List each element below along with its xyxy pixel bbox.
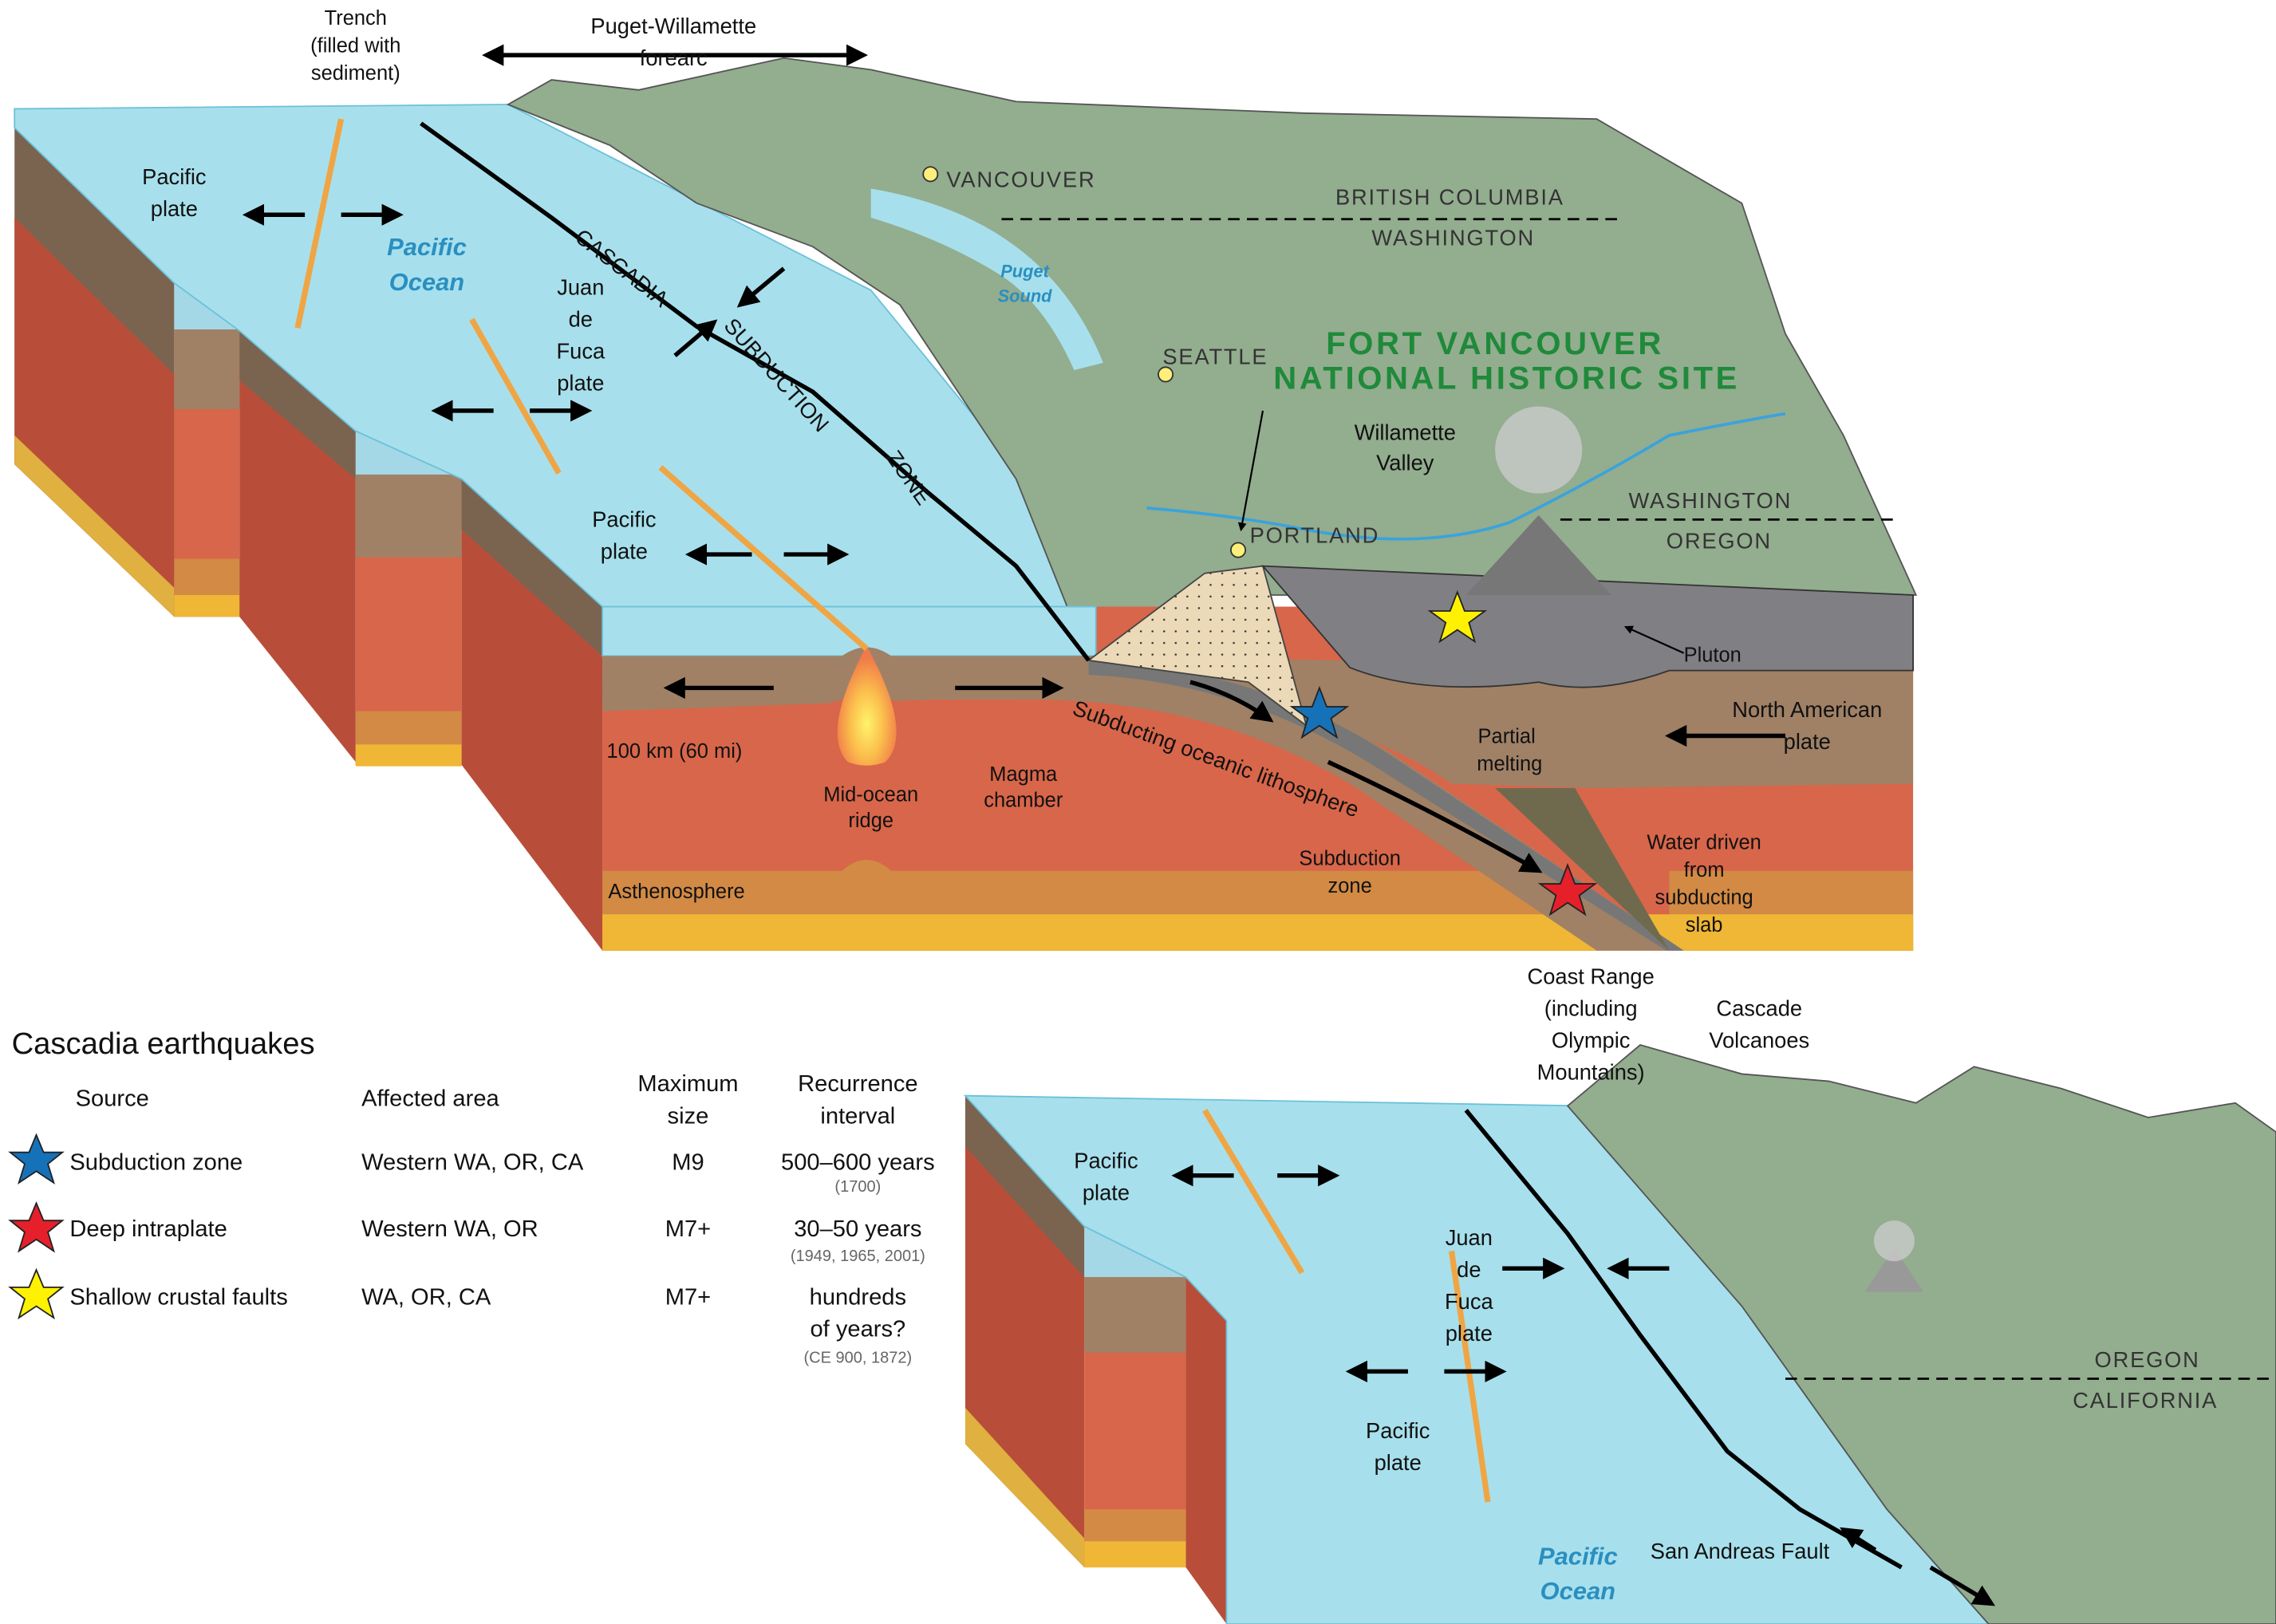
volcanic-arc — [1260, 565, 1915, 688]
svg-text:(CE 900, 1872): (CE 900, 1872) — [804, 1349, 913, 1366]
eruption-plume — [1495, 406, 1583, 494]
svg-text:Pluton: Pluton — [1684, 644, 1742, 667]
red-star-icon — [1537, 862, 1598, 916]
svg-text:(1700): (1700) — [834, 1178, 881, 1196]
svg-text:Affected area: Affected area — [361, 1086, 499, 1111]
svg-text:Deep intraplate: Deep intraplate — [69, 1216, 227, 1242]
svg-text:WASHINGTON: WASHINGTON — [1371, 225, 1535, 250]
ridge-line-1 — [294, 118, 345, 329]
svg-text:Shallow crustal faults: Shallow crustal faults — [69, 1285, 287, 1311]
svg-text:Asthenosphere: Asthenosphere — [608, 881, 744, 903]
red-star-icon — [8, 1200, 65, 1253]
svg-text:OREGON: OREGON — [2095, 1347, 2200, 1372]
left-side-faces — [14, 128, 603, 951]
yellow-star-icon — [1427, 589, 1488, 644]
svg-text:100 km (60 mi): 100 km (60 mi) — [607, 740, 743, 763]
svg-text:PORTLAND: PORTLAND — [1250, 522, 1380, 547]
svg-text:BRITISH COLUMBIA: BRITISH COLUMBIA — [1335, 185, 1564, 210]
svg-text:WA, OR, CA: WA, OR, CA — [361, 1285, 491, 1311]
svg-text:OREGON: OREGON — [1667, 529, 1772, 554]
legend-row-subduction: Subduction zone Western WA, OR, CA M9 50… — [8, 1133, 935, 1196]
blue-star-icon — [1289, 685, 1350, 739]
svg-text:M9: M9 — [672, 1150, 704, 1176]
svg-text:Western WA, OR, CA: Western WA, OR, CA — [361, 1150, 584, 1176]
columbia-river — [1146, 412, 1786, 541]
legend-row-shallow-crustal: Shallow crustal faults WA, OR, CA M7+ hu… — [8, 1267, 913, 1366]
bottom-land — [1566, 1044, 2276, 1624]
svg-text:M7+: M7+ — [665, 1216, 711, 1242]
ridge-line-2 — [469, 317, 562, 475]
earthquake-legend: Cascadia earthquakes Source Affected are… — [8, 1027, 935, 1366]
bottom-trench-line — [1464, 1109, 1903, 1570]
svg-text:Cascadia earthquakes: Cascadia earthquakes — [12, 1027, 315, 1061]
svg-text:Subduction zone: Subduction zone — [69, 1150, 243, 1176]
svg-text:Source: Source — [76, 1086, 149, 1111]
svg-text:WASHINGTON: WASHINGTON — [1628, 488, 1792, 513]
svg-text:CALIFORNIA: CALIFORNIA — [2073, 1388, 2218, 1413]
blue-star-icon — [8, 1133, 65, 1185]
svg-text:30–50 years: 30–50 years — [794, 1216, 921, 1242]
accretionary-wedge — [1087, 565, 1308, 728]
trench-line — [420, 121, 1091, 662]
svg-text:500–600 years: 500–600 years — [781, 1150, 935, 1176]
svg-text:VANCOUVER: VANCOUVER — [946, 168, 1095, 192]
svg-text:SEATTLE: SEATTLE — [1162, 345, 1268, 369]
cross-section — [602, 565, 1915, 951]
legend-row-deep-intraplate: Deep intraplate Western WA, OR M7+ 30–50… — [8, 1200, 925, 1265]
ridge-line-3 — [658, 465, 869, 652]
svg-text:San Andreas Fault: San Andreas Fault — [1651, 1539, 1830, 1563]
svg-text:(1949, 1965, 2001): (1949, 1965, 2001) — [791, 1248, 925, 1265]
ridge-magma — [837, 645, 897, 766]
yellow-star-icon — [8, 1267, 65, 1320]
volcano — [1465, 514, 1611, 595]
svg-text:Western WA, OR: Western WA, OR — [361, 1216, 538, 1242]
puget-sound — [870, 188, 1103, 370]
svg-text:M7+: M7+ — [665, 1285, 711, 1311]
subducting-slab — [602, 656, 1684, 951]
ocean-surface — [14, 104, 1134, 661]
